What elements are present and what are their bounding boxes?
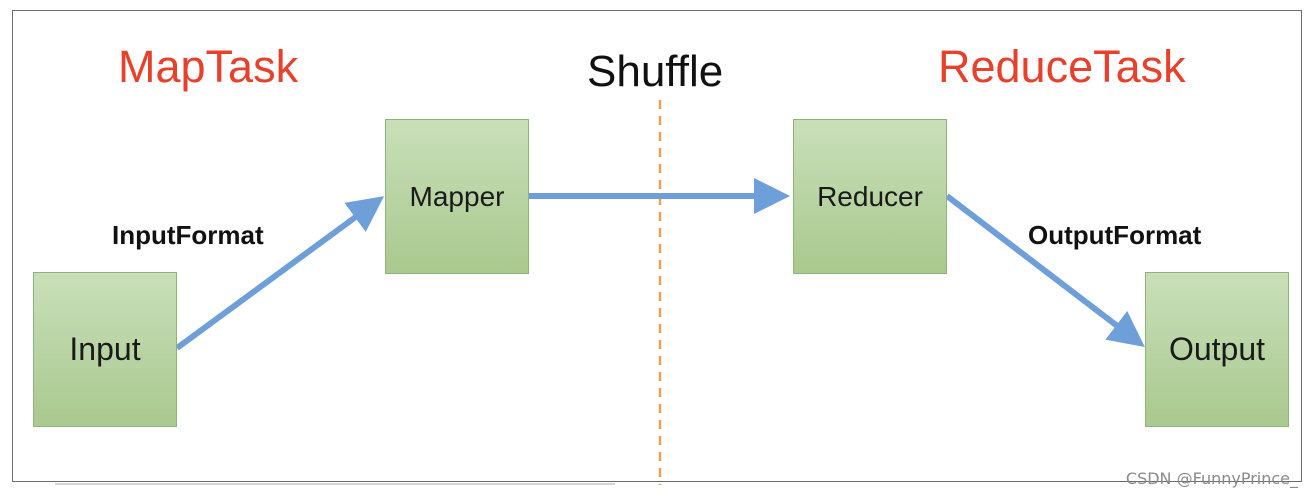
reducetask-title: ReduceTask	[938, 41, 1186, 92]
maptask-title: MapTask	[118, 41, 299, 92]
inputformat-label: InputFormat	[112, 220, 264, 250]
outputformat-label: OutputFormat	[1028, 220, 1202, 250]
output-box-label: Output	[1168, 331, 1266, 367]
watermark: CSDN @FunnyPrince_	[1125, 469, 1298, 488]
input-box-label: Input	[69, 331, 141, 367]
input-to-mapper-arrow	[175, 196, 385, 351]
reducer-box-label: Reducer	[817, 180, 923, 212]
reducer-box: Reducer	[793, 119, 947, 274]
output-box: Output	[1145, 272, 1289, 427]
bottom-rule	[55, 483, 615, 485]
diagram-frame	[12, 10, 1302, 482]
reducer-to-output-arrow	[945, 193, 1145, 348]
shuffle-title: Shuffle	[587, 47, 724, 96]
input-box: Input	[33, 272, 177, 427]
mapper-box-label: Mapper	[409, 180, 505, 212]
mapper-box: Mapper	[385, 119, 529, 274]
